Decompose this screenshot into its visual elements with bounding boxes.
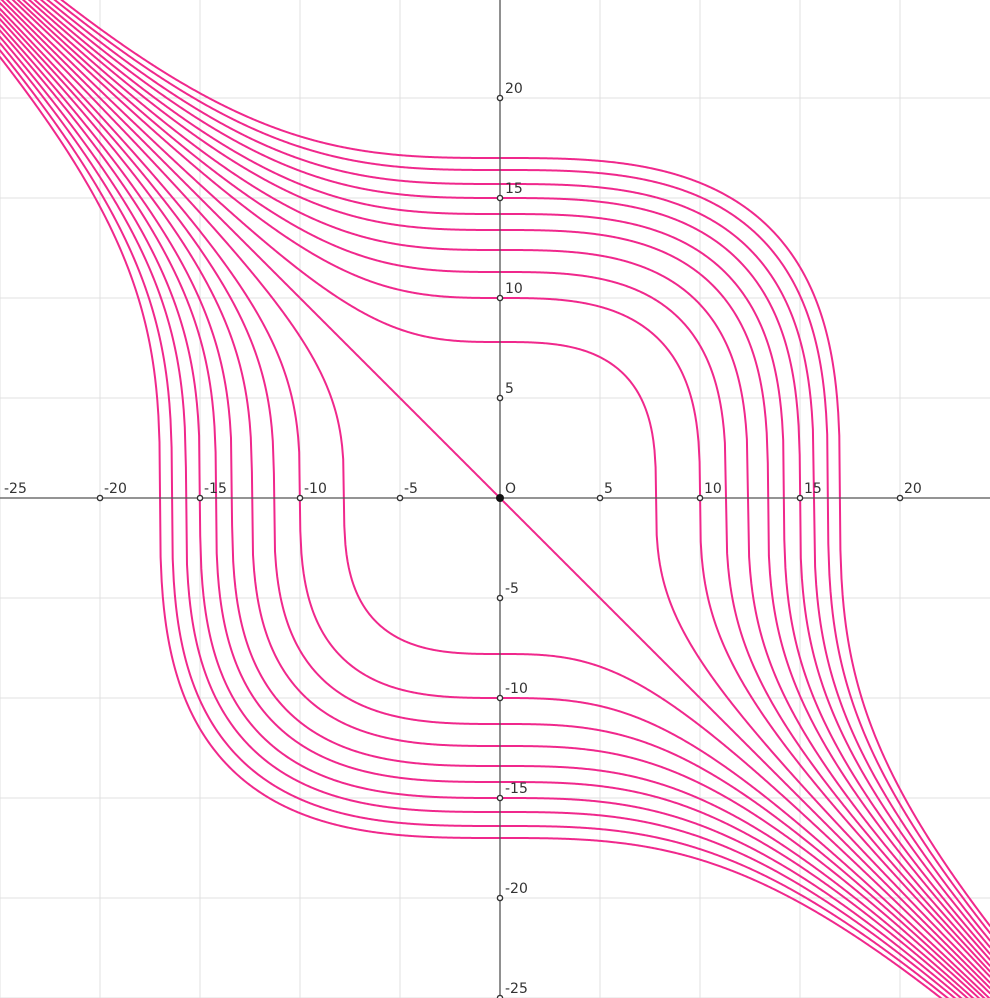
x-tick-label: 5 — [604, 481, 613, 497]
curve-c-10 — [11, 0, 990, 978]
x-tick-label: -5 — [404, 481, 418, 497]
y-tick-mark — [496, 394, 504, 402]
x-tick-label: -15 — [204, 481, 227, 497]
x-tick-mark — [296, 494, 304, 502]
y-tick-mark — [496, 594, 504, 602]
x-tick-mark — [796, 494, 804, 502]
y-tick-label: -5 — [505, 581, 519, 597]
x-tick-mark — [96, 494, 104, 502]
x-tick-label: -20 — [104, 481, 127, 497]
curve-c-16.4 — [53, 0, 990, 935]
y-tick-mark — [496, 694, 504, 702]
curve-c-neg-11.3 — [0, 12, 986, 998]
y-tick-mark — [496, 294, 504, 302]
x-tick-mark — [696, 494, 704, 502]
y-tick-label: -25 — [505, 981, 528, 997]
x-tick-mark — [196, 494, 204, 502]
x-tick-label: 15 — [804, 481, 822, 497]
curve-c-neg-13.4 — [0, 24, 975, 998]
curve-c-neg-10 — [0, 7, 990, 998]
y-tick-label: 5 — [505, 381, 514, 397]
curve-c-neg-15 — [0, 35, 963, 998]
curve-c-11.3 — [16, 0, 990, 973]
curve-c-neg-14.2 — [0, 29, 969, 998]
y-tick-mark — [496, 794, 504, 802]
curve-c-neg-12.4 — [0, 18, 981, 998]
y-tick-label: -15 — [505, 781, 528, 797]
y-tick-label: 15 — [505, 181, 523, 197]
y-tick-mark — [496, 94, 504, 102]
curve-c-15.7 — [46, 0, 990, 942]
curve-c-neg-15.7 — [0, 42, 957, 998]
curve-c-neg-17 — [0, 56, 943, 998]
curve-c-14.2 — [33, 0, 990, 955]
y-tick-label: -10 — [505, 681, 528, 697]
y-tick-label: -20 — [505, 881, 528, 897]
y-tick-mark — [496, 894, 504, 902]
curve-c-neg-16.4 — [0, 49, 950, 998]
curve-c-12.4 — [21, 0, 990, 967]
y-tick-label: 20 — [505, 81, 523, 97]
x-tick-mark — [596, 494, 604, 502]
x-tick-label: -10 — [304, 481, 327, 497]
x-tick-label: 10 — [704, 481, 722, 497]
curve-c-17 — [60, 0, 990, 927]
x-tick-mark — [396, 494, 404, 502]
y-tick-mark — [496, 994, 504, 998]
origin-point — [496, 494, 504, 502]
x-tick-label: -25 — [4, 481, 27, 497]
y-tick-mark — [496, 194, 504, 202]
origin-label: O — [505, 481, 516, 497]
tick-marks — [96, 94, 904, 998]
x-tick-label: 20 — [904, 481, 922, 497]
y-tick-label: 10 — [505, 281, 523, 297]
x-tick-mark — [896, 494, 904, 502]
curve-c-15 — [39, 0, 990, 949]
tick-labels: -25 -20 -15 -10 -5 5 10 15 20 20 15 10 5 -5 -10 -15 -20 -… — [4, 81, 922, 997]
curve-c-13.4 — [27, 0, 990, 961]
